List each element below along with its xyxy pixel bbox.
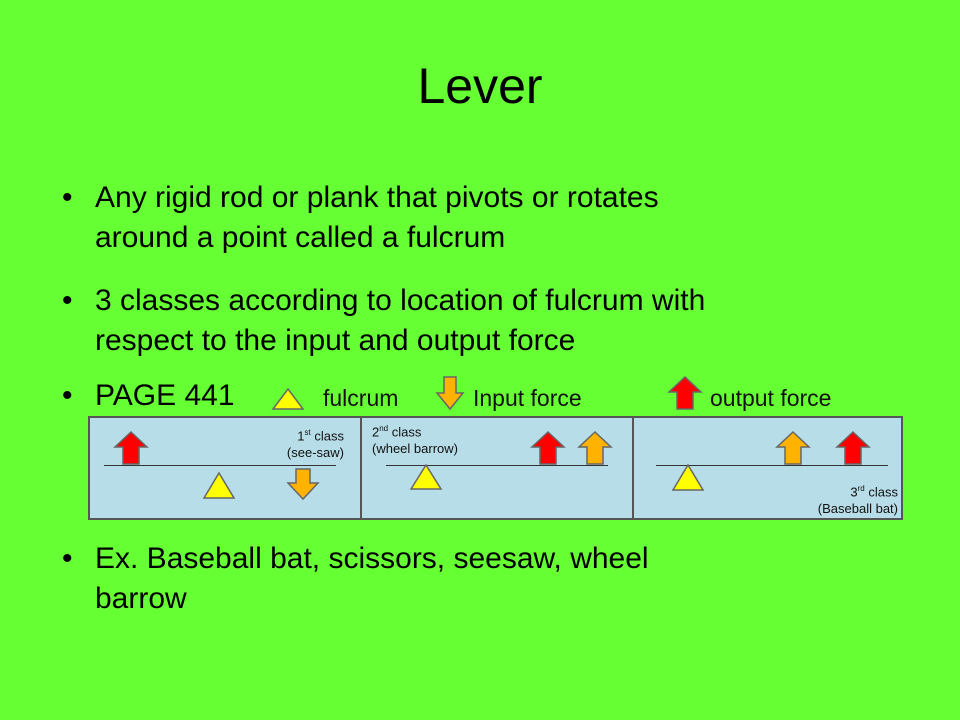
lever-rod — [104, 465, 336, 466]
output-force-up-arrow-icon — [113, 430, 149, 465]
input-force-up-arrow-icon — [577, 430, 613, 465]
legend-fulcrum-label: fulcrum — [323, 385, 399, 411]
bullet-line: barrow — [95, 582, 187, 615]
input-force-down-arrow-icon — [286, 468, 320, 501]
lever-classes-diagram: 1st class (see-saw) 2nd class (wheel bar… — [88, 416, 903, 520]
class-example: (wheel barrow) — [372, 441, 458, 457]
third-class-label: 3rd class (Baseball bat) — [818, 480, 898, 517]
legend-output-label: output force — [710, 385, 832, 411]
bullet-line: Any rigid rod or plank that pivots or ro… — [95, 181, 659, 214]
bullet-text: Any rigid rod or plank that pivots or ro… — [95, 178, 659, 258]
panel-divider — [632, 418, 634, 518]
lever-rod — [386, 465, 608, 466]
page-reference: PAGE 441 — [95, 379, 235, 412]
legend-input-label: Input force — [473, 385, 582, 411]
fulcrum-triangle-icon — [409, 463, 443, 490]
fulcrum-triangle-icon — [202, 471, 236, 499]
output-force-up-arrow-icon — [835, 430, 871, 465]
class-title: 1st class — [297, 428, 344, 444]
panel-divider — [360, 418, 362, 518]
class-title: 2nd class — [372, 424, 422, 440]
output-force-up-arrow-icon — [667, 375, 703, 410]
class-example: (Baseball bat) — [817, 501, 898, 517]
lever-rod — [656, 465, 888, 466]
bullet-line: Ex. Baseball bat, scissors, seesaw, whee… — [95, 542, 649, 575]
class-title: 3rd class — [850, 484, 898, 500]
bullet-text: Ex. Baseball bat, scissors, seesaw, whee… — [95, 539, 649, 619]
output-force-up-arrow-icon — [530, 430, 566, 465]
bullet-line: around a point called a fulcrum — [95, 221, 506, 254]
slide-title: Lever — [417, 58, 543, 114]
class-example: (see-saw) — [286, 445, 344, 461]
bullet-marker: • — [62, 542, 73, 575]
bullet-line: 3 classes according to location of fulcr… — [95, 284, 706, 317]
bullet-marker: • — [62, 181, 73, 214]
first-class-label: 1st class (see-saw) — [287, 424, 344, 461]
fulcrum-triangle-icon — [671, 463, 705, 491]
fulcrum-triangle-icon — [271, 387, 305, 410]
bullet-line: respect to the input and output force — [95, 324, 576, 357]
second-class-label: 2nd class (wheel barrow) — [372, 420, 458, 457]
bullet-marker: • — [62, 379, 73, 412]
bullet-marker: • — [62, 284, 73, 317]
input-force-down-arrow-icon — [435, 376, 465, 411]
input-force-up-arrow-icon — [775, 430, 811, 465]
bullet-text: 3 classes according to location of fulcr… — [95, 281, 705, 361]
